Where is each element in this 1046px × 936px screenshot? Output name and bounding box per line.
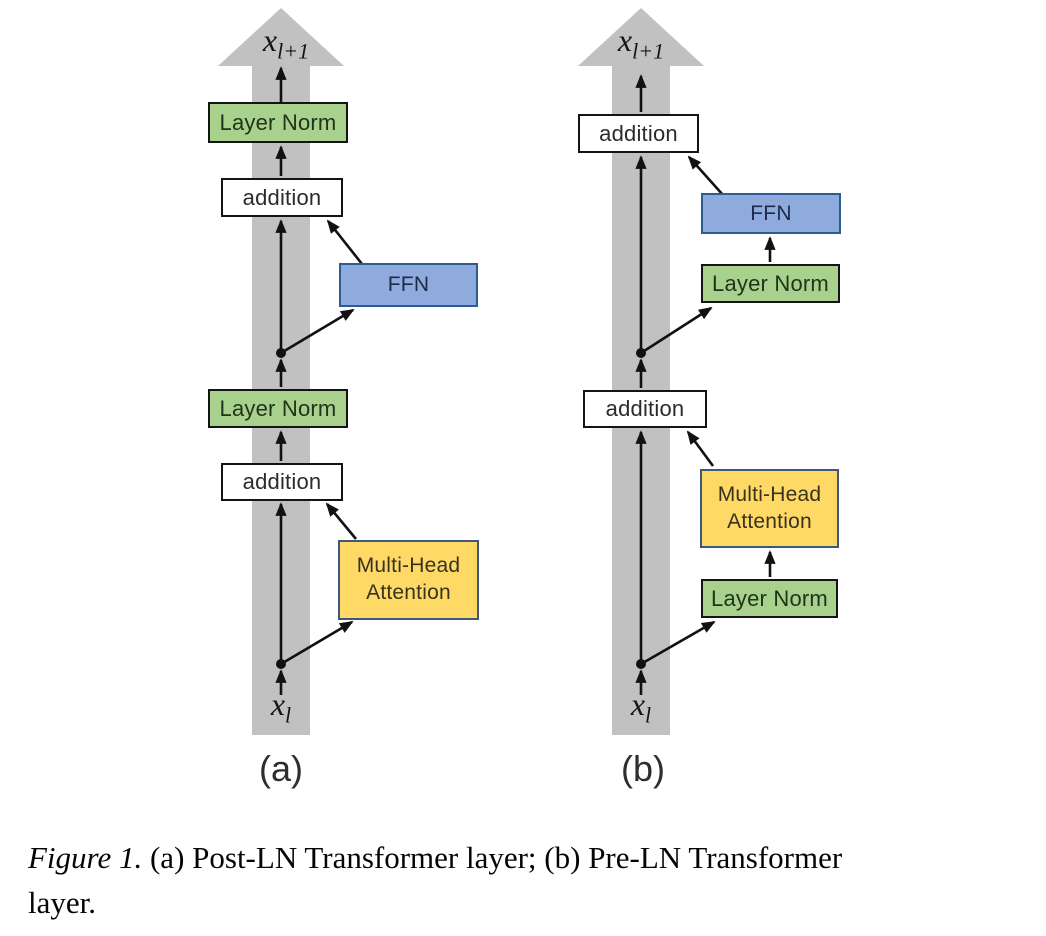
addition-box-b-mid: addition: [583, 390, 707, 428]
subfigure-tag-b: (b): [621, 748, 665, 789]
multi-head-attention-box-b: Multi-Head Attention: [700, 469, 839, 548]
arrow-a-branch2-to-ffn: [280, 308, 355, 355]
layer-norm-box-b-upper: Layer Norm: [701, 264, 840, 303]
arrow-a-branch1-to-mha: [280, 620, 354, 666]
output-variable-b: xl+1: [617, 22, 665, 64]
branch-dot-b-lower: [636, 659, 646, 669]
layer-norm-box-a-top: Layer Norm: [208, 102, 348, 143]
addition-box-b-top: addition: [578, 114, 699, 153]
layer-norm-box-a-mid: Layer Norm: [208, 389, 348, 428]
output-variable-a: xl+1: [262, 22, 310, 64]
caption-text: (a) Post-LN Transformer layer; (b) Pre-L…: [142, 840, 843, 875]
ffn-box-b: FFN: [701, 193, 841, 234]
branch-dot-b-upper: [636, 348, 646, 358]
arrow-b-mha-to-addition: [686, 430, 715, 467]
figure-caption: Figure 1. (a) Post-LN Transformer layer;…: [28, 836, 1030, 926]
input-variable-a: xl: [270, 686, 292, 728]
arrow-b-branch1-to-layernorm: [640, 620, 716, 666]
layer-norm-box-b-lower: Layer Norm: [701, 579, 838, 618]
addition-box-a-top: addition: [221, 178, 343, 217]
arrow-a-mha-to-addition: [325, 502, 358, 540]
ffn-box-a: FFN: [339, 263, 478, 307]
input-variable-b: xl: [630, 686, 652, 728]
caption-line-1: Figure 1. (a) Post-LN Transformer layer;…: [28, 836, 1030, 881]
addition-box-a-bottom: addition: [221, 463, 343, 501]
caption-line-2: layer.: [28, 884, 96, 920]
flow-arrows-b: [635, 74, 776, 695]
arrow-b-branch2-to-layernorm: [640, 306, 713, 355]
branch-dot-a-upper: [276, 348, 286, 358]
caption-figure-number: Figure 1.: [28, 840, 143, 875]
flow-arrows-a: [275, 66, 364, 695]
arrow-b-ffn-to-addition: [687, 155, 724, 196]
arrow-a-ffn-to-addition: [326, 219, 364, 265]
subfigure-tag-a: (a): [259, 748, 303, 789]
multi-head-attention-box-a: Multi-Head Attention: [338, 540, 479, 620]
branch-dot-a-lower: [276, 659, 286, 669]
